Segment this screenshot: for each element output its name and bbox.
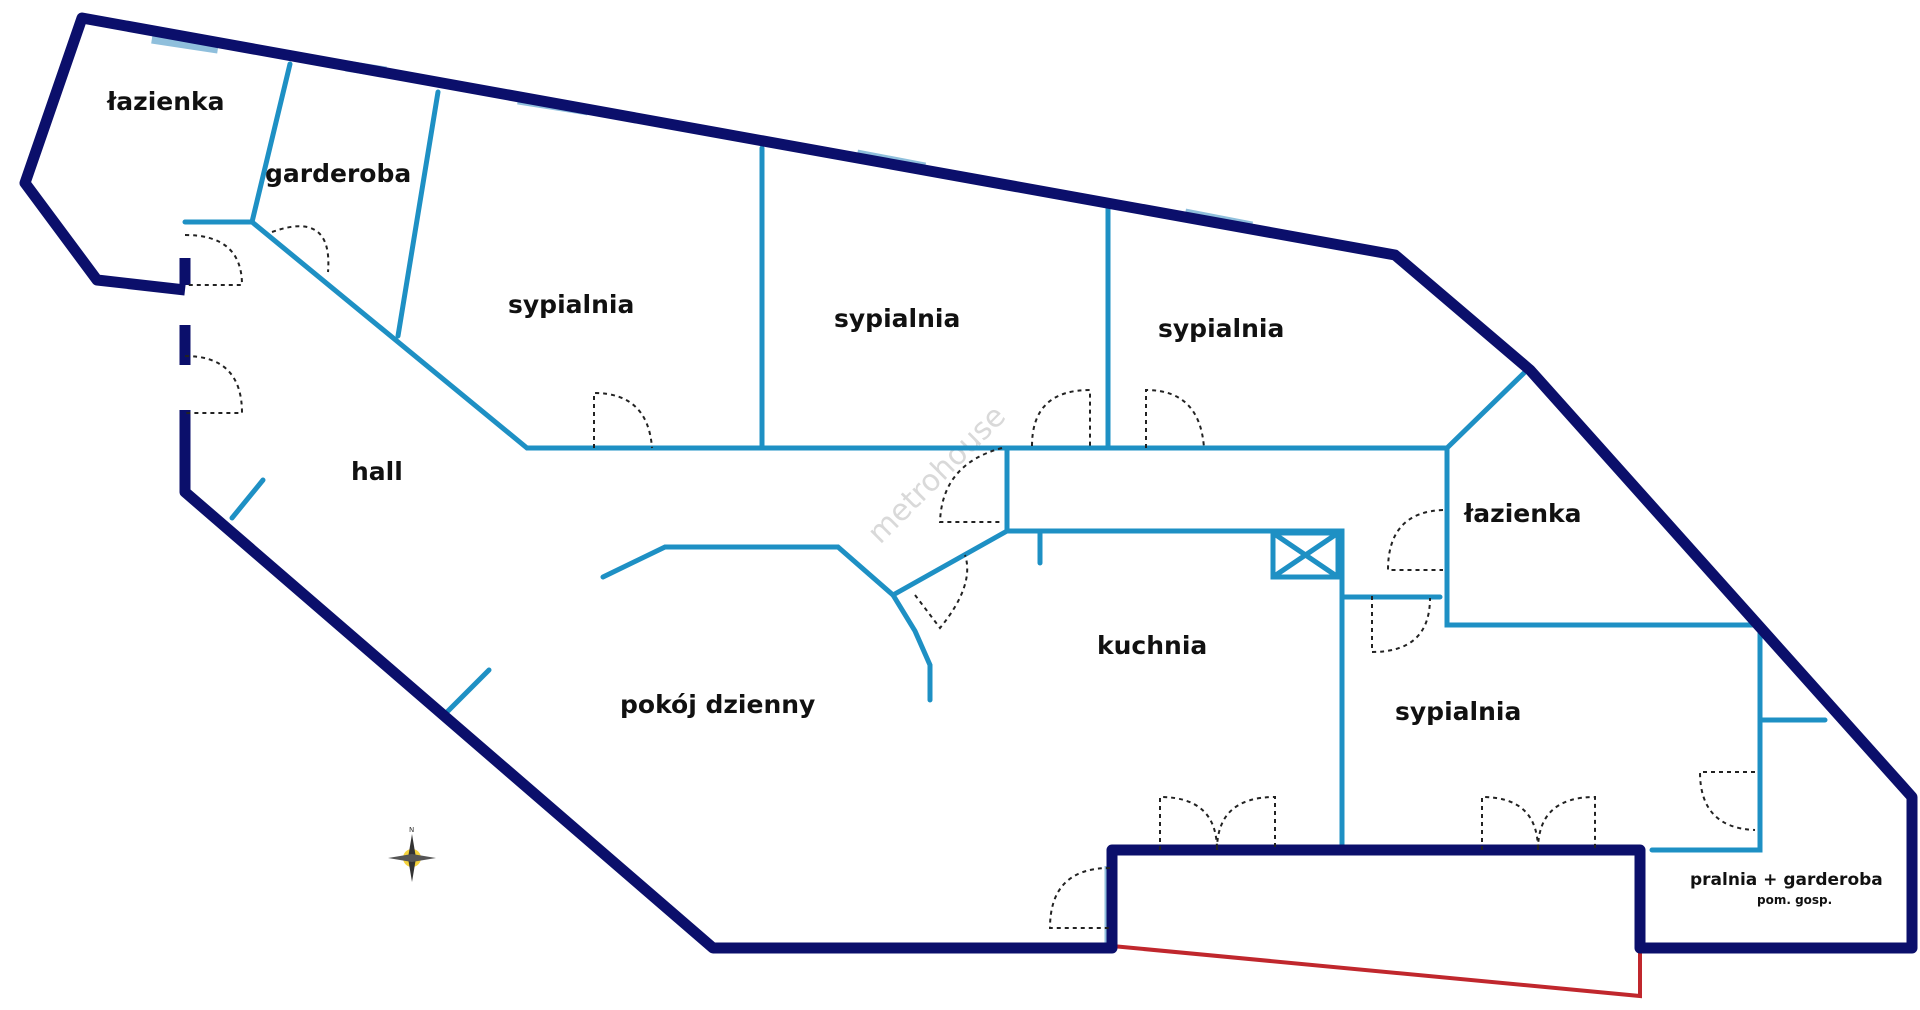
room-label-bedroom-4: sypialnia xyxy=(1395,697,1521,726)
watermark: metrohouse xyxy=(861,399,1013,551)
room-label-hall: hall xyxy=(351,457,403,486)
room-label-bedroom-1: sypialnia xyxy=(508,290,634,319)
door-swings xyxy=(184,225,1756,929)
room-label-kitchen: kuchnia xyxy=(1097,631,1207,660)
exterior-walls xyxy=(19,12,1918,954)
room-label-bedroom-3: sypialnia xyxy=(1158,314,1284,343)
room-label-bathroom-1: łazienka xyxy=(106,87,225,116)
room-label-utility: pom. gosp. xyxy=(1757,893,1832,907)
interior-walls xyxy=(182,61,1828,853)
compass-icon: N xyxy=(388,826,436,882)
room-label-bathroom-2: łazienka xyxy=(1463,499,1582,528)
room-labels: łazienka garderoba sypialnia sypialnia s… xyxy=(106,87,1883,907)
svg-text:N: N xyxy=(409,826,414,834)
room-label-living-room: pokój dzienny xyxy=(620,690,815,719)
room-label-laundry: pralnia + garderoba xyxy=(1690,870,1883,890)
ventilation-shaft-icon xyxy=(1270,530,1341,580)
balcony-edge xyxy=(1111,944,1642,999)
room-label-bedroom-2: sypialnia xyxy=(834,304,960,333)
room-label-wardrobe: garderoba xyxy=(265,159,411,188)
